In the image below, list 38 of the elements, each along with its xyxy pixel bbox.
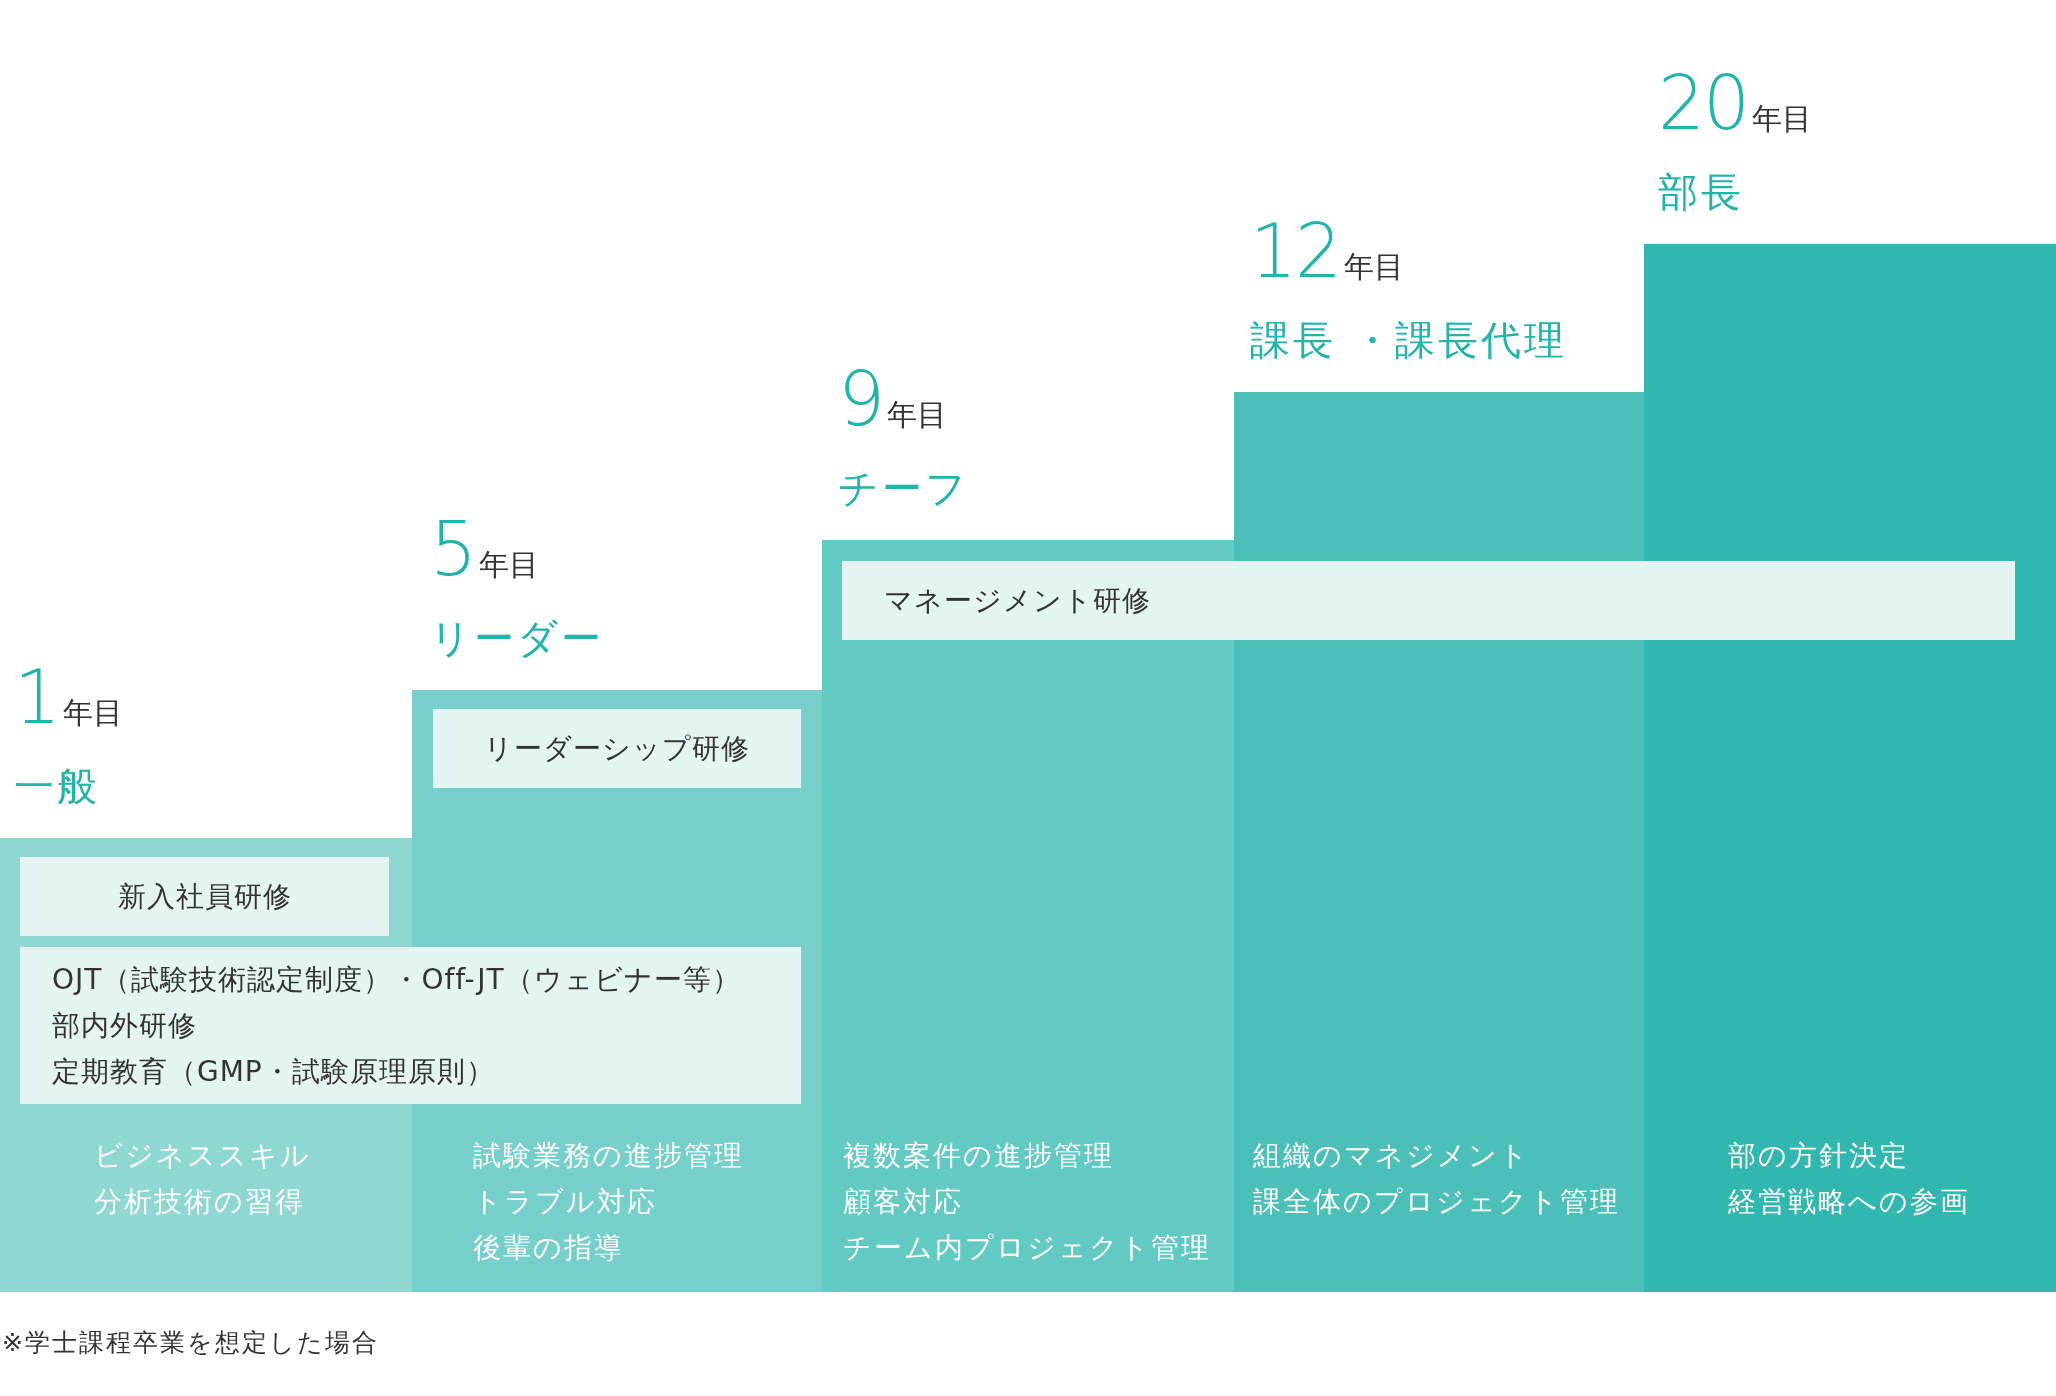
role-description: 顧客対応 [843,1185,963,1219]
training-text: マネージメント研修 [884,583,1151,618]
role-description: 試験業務の進捗管理 [473,1139,744,1173]
year-number: 20 [1658,66,1749,140]
position-title: 部長 [1658,168,1744,216]
year-number: 12 [1250,214,1341,288]
training-text: OJT（試験技術認定制度）・Off-JT（ウェビナー等） [52,962,741,997]
position-title: リーダー [430,614,604,662]
training-box [20,947,801,1104]
position-title: 一般 [14,762,100,810]
role-description: 課全体のプロジェクト管理 [1253,1185,1620,1219]
position-title: 課長 ・課長代理 [1250,316,1567,364]
position-title: チーフ [838,464,969,512]
role-description: ビジネススキル [94,1139,311,1173]
training-text: リーダーシップ研修 [484,731,750,766]
role-description: 分析技術の習得 [94,1185,305,1219]
year-number: 9 [838,362,884,436]
role-description: 部の方針決定 [1728,1139,1909,1173]
role-description: トラブル対応 [473,1185,657,1219]
role-description: 組織のマネジメント [1253,1139,1530,1173]
training-text: 定期教育（GMP・試験原理原則） [52,1054,495,1089]
footnote: ※学士課程卒業を想定した場合 [2,1327,379,1359]
year-label: 年目 [479,550,540,580]
training-box [842,561,2015,640]
training-box [433,709,801,788]
year-label: 年目 [887,400,948,430]
year-number: 5 [430,512,476,586]
year-label: 年目 [1344,252,1405,282]
role-description: チーム内プロジェクト管理 [843,1231,1211,1265]
training-text: 部内外研修 [52,1008,197,1043]
year-label: 年目 [1752,104,1813,134]
year-label: 年目 [63,698,124,728]
role-description: 複数案件の進捗管理 [843,1139,1114,1173]
training-text: 新入社員研修 [117,879,292,914]
year-number: 1 [14,660,60,734]
training-box [20,857,389,936]
role-description: 経営戦略への参画 [1728,1185,1970,1219]
role-description: 後輩の指導 [473,1231,624,1265]
